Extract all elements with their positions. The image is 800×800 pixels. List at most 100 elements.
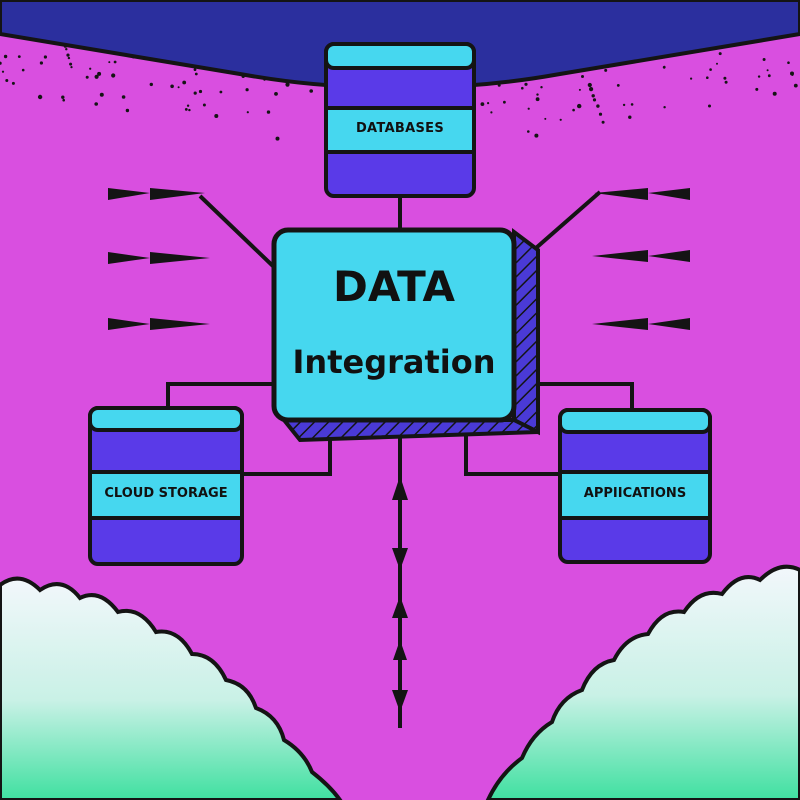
stipple-dot: [1, 70, 5, 73]
stipple-dot: [186, 104, 190, 107]
cloud-left: [0, 576, 343, 800]
stipple-dot: [285, 82, 290, 87]
stipple-dot: [716, 62, 718, 65]
stipple-dot: [793, 83, 798, 88]
stipple-dot: [757, 75, 761, 78]
stipple-dot: [663, 106, 666, 109]
arrow-left-icon: [592, 250, 690, 262]
stipple-dot: [787, 61, 790, 64]
stipple-dot: [97, 71, 102, 76]
connector-cloud-top: [166, 382, 275, 412]
stipple-dot: [690, 77, 693, 80]
arrow-right-icon: [108, 188, 205, 200]
stipple-dot: [113, 60, 117, 64]
stipple-dot: [709, 68, 712, 71]
stipple-dot: [194, 72, 198, 76]
stipple-dot: [596, 104, 600, 108]
stipple-dot: [3, 54, 8, 59]
stipple-dot: [275, 136, 280, 141]
stipple-dot: [121, 95, 126, 99]
connector-left-diag: [198, 194, 277, 270]
stipple-dot: [589, 87, 594, 92]
stipple-dot: [182, 80, 187, 85]
stipple-dot: [225, 70, 229, 74]
cloud-right: [485, 564, 800, 800]
stipple-dot: [94, 74, 99, 79]
stipple-dot: [540, 86, 543, 89]
stipple-dot: [767, 74, 771, 78]
down-arrows: [392, 476, 408, 712]
stipple-dot: [0, 61, 2, 65]
arrow-down-icon: [392, 548, 408, 570]
stipple-dot: [61, 95, 65, 99]
stipple-dot: [202, 103, 206, 107]
stipple-dot: [43, 55, 48, 59]
stipple-dot: [263, 78, 266, 81]
stipple-dot: [89, 67, 92, 70]
stipple-dot: [527, 107, 530, 110]
connector-apps-top: [520, 382, 634, 412]
stipple-dot: [21, 68, 25, 72]
stipple-dot: [706, 76, 709, 79]
stipple-dot: [724, 80, 728, 84]
stipple-dot: [630, 103, 634, 106]
stipple-dot: [577, 103, 582, 109]
right-arrows: [592, 188, 690, 330]
stipple-dot: [62, 98, 65, 102]
arrow-right-icon: [108, 318, 210, 330]
stipple-dot: [587, 82, 592, 88]
arrow-up-icon: [392, 596, 408, 618]
stipple-dot: [578, 88, 581, 91]
stipple-dot: [662, 65, 666, 69]
stipple-dot: [718, 52, 722, 56]
stipple-dot: [591, 94, 595, 98]
stipple-dot: [592, 98, 597, 102]
stipple-dot: [601, 120, 605, 124]
stipple-dot: [535, 97, 540, 102]
stipple-dot: [67, 56, 71, 60]
cloud-storage-node: [88, 406, 244, 566]
stipple-dot: [503, 100, 506, 104]
stipple-dot: [581, 75, 584, 78]
stipple-dot: [616, 84, 620, 87]
stipple-dot: [524, 82, 528, 86]
stipple-dot: [622, 103, 626, 107]
arrow-left-icon: [592, 318, 690, 330]
stipple-dot: [241, 74, 245, 79]
applications-node: [558, 408, 712, 564]
stipple-dot: [604, 68, 608, 72]
stipple-dot: [628, 115, 632, 119]
stipple-dot: [544, 117, 547, 120]
arrow-right-icon: [108, 252, 210, 264]
stipple-dot: [70, 66, 73, 69]
stipple-dot: [219, 90, 223, 94]
connector-apps-mid: [464, 432, 560, 476]
stipple-dot: [69, 62, 73, 66]
stipple-dot: [193, 68, 197, 71]
stipple-dot: [309, 89, 314, 93]
stipple-dot: [762, 58, 766, 61]
stipple-dot: [480, 102, 485, 106]
arrow-up-icon: [392, 476, 408, 500]
stipple-dot: [170, 84, 174, 89]
stipple-dot: [772, 91, 777, 96]
stipple-dot: [198, 89, 203, 94]
stipple-dot: [131, 54, 136, 59]
stipple-dot: [66, 53, 70, 57]
stipple-dot: [766, 69, 769, 72]
stipple-dot: [188, 108, 191, 112]
stipple-dot: [266, 110, 271, 114]
connector-cloud-mid: [242, 432, 332, 476]
stipple-dot: [791, 73, 794, 77]
stipple-dot: [125, 108, 130, 113]
stipple-dot: [11, 81, 15, 85]
stipple-dot: [755, 87, 759, 91]
arrow-down-icon: [392, 690, 408, 712]
stipple-dot: [572, 108, 575, 112]
stipple-dot: [111, 73, 116, 78]
stipple-dot: [177, 86, 180, 89]
stipple-dot: [559, 118, 562, 121]
stipple-dot: [214, 114, 219, 118]
